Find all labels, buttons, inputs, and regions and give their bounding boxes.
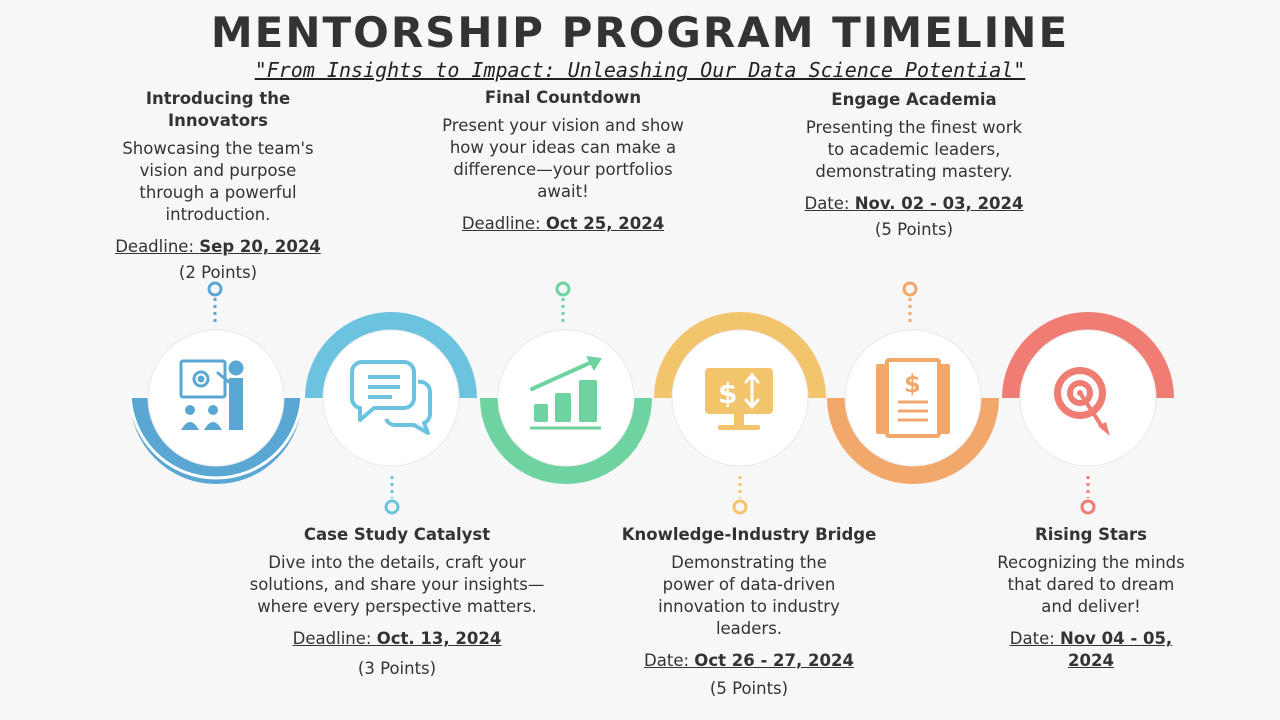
page-subtitle: "From Insights to Impact: Unleashing Our… [254,58,1026,82]
milestone-5-description: Presenting the finest work to academic l… [805,118,1023,181]
milestone-6-text: Rising Stars Recognizing the minds that … [996,524,1186,676]
milestone-2-title: Case Study Catalyst [303,525,491,544]
svg-text:$: $ [718,377,737,410]
connector-pin-1 [207,281,223,322]
milestone-3-text: Final Countdown Present your vision and … [428,87,698,239]
milestone-5-deadline: Date: Nov. 02 - 03, 2024 [804,194,1024,213]
milestone-3-description: Present your vision and show how your id… [442,116,684,201]
presentation-icon [179,359,244,430]
milestone-2-deadline: Deadline: Oct. 13, 2024 [292,629,502,648]
milestone-1-deadline: Deadline: Sep 20, 2024 [115,237,321,256]
target-icon [1054,367,1110,436]
milestone-1-text: Introducing the Innovators Showcasing th… [96,88,340,284]
milestone-1-title: Introducing the Innovators [145,89,291,130]
milestone-2-description: Dive into the details, craft your soluti… [249,553,545,616]
milestone-5-title: Engage Academia [831,90,997,109]
milestone-2-text: Case Study Catalyst Dive into the detail… [240,524,554,680]
milestone-6-title: Rising Stars [1034,525,1147,544]
svg-text:$: $ [904,370,921,398]
milestone-6-description: Recognizing the minds that dared to drea… [997,553,1185,616]
milestone-6-deadline: Date: Nov 04 - 05, 2024 [1009,629,1173,670]
connector-pin-3 [555,281,571,322]
milestone-1-points: (2 Points) [178,263,258,282]
milestone-4-description: Demonstrating the power of data-driven i… [658,553,840,638]
milestone-4-deadline: Date: Oct 26 - 27, 2024 [644,651,854,670]
chat-bubbles-icon [350,360,432,435]
milestone-4-text: Knowledge-Industry Bridge Demonstrating … [616,524,882,700]
milestone-5-points: (5 Points) [874,220,954,239]
connector-pin-4 [732,476,748,515]
milestone-2-points: (3 Points) [357,659,437,678]
milestone-4-title: Knowledge-Industry Bridge [621,525,877,544]
milestone-3-title: Final Countdown [484,88,642,107]
connector-pin-6 [1080,476,1096,515]
milestone-4-points: (5 Points) [709,679,789,698]
monitor-dollar-icon: $ [705,368,773,430]
page-title: MENTORSHIP PROGRAM TIMELINE [210,8,1070,57]
growth-chart-icon [530,356,602,430]
connector-pin-5 [902,281,918,322]
timeline-arc-1-highlight [128,391,304,480]
document-dollar-icon: $ [876,358,950,438]
milestone-3-deadline: Deadline: Oct 25, 2024 [461,214,665,233]
milestone-5-text: Engage Academia Presenting the finest wo… [780,89,1048,241]
milestone-1-description: Showcasing the team's vision and purpose… [122,139,314,224]
connector-pin-2 [384,476,400,515]
